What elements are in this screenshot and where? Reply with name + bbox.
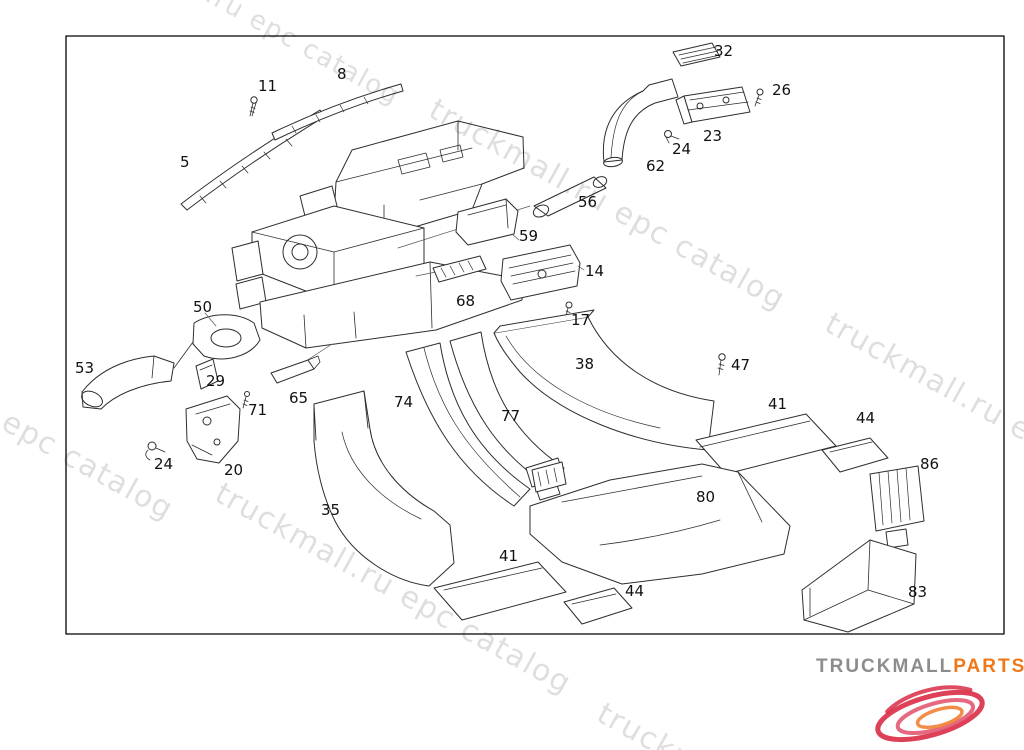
part-number-label: 8 [337,65,347,83]
part-74-duct [405,342,531,507]
part-number-label: 83 [908,583,928,601]
part-number-label: 38 [575,355,595,373]
part-number-label: 65 [289,389,309,407]
part-central-housing [231,120,531,364]
part-59-housing [455,198,519,246]
part-number-label: 11 [258,77,278,95]
part-23-assembly [675,86,751,125]
part-number-label: 71 [248,401,268,419]
part-number-label: 41 [768,395,788,413]
part-number-label: 77 [501,407,521,425]
part-44-panel-bottom [563,587,633,625]
part-32-vent [672,42,721,67]
part-80-duct [529,461,791,585]
part-62-duct [602,78,679,168]
part-44-panel-right [821,437,889,473]
part-number-label: 59 [519,227,539,245]
part-number-label: 29 [206,372,226,390]
part-number-label: 32 [714,42,734,60]
part-65-plate [270,355,321,384]
part-number-label: 24 [154,455,174,473]
part-number-label: 50 [193,298,213,316]
part-number-label: 20 [224,461,244,479]
part-number-label: 26 [772,81,792,99]
part-number-label: 80 [696,488,716,506]
part-83-duct [801,539,917,633]
brand-name: TRUCKMALLPARTS [816,656,1024,678]
part-26-screw [754,88,764,107]
part-number-label: 41 [499,547,519,565]
part-number-label: 56 [578,193,598,211]
part-14-vent [500,244,581,301]
leader-lines [204,233,585,327]
part-number-label: 14 [585,262,605,280]
part-number-label: 44 [856,409,876,427]
part-24-bulb-left [145,441,166,461]
diagram-frame [65,35,1005,635]
part-38-duct [493,309,715,451]
part-29-bracket [195,358,219,390]
part-53-duct [81,341,194,410]
part-number-label: 17 [571,311,591,329]
part-20-bracket [185,395,241,464]
part-number-label: 23 [703,127,723,145]
part-number-label: 47 [731,356,751,374]
part-47-screw [717,353,726,376]
part-68-grille [432,255,487,283]
part-56-duct [532,176,608,218]
part-number-label: 5 [180,153,190,171]
part-number-label: 62 [646,157,666,175]
part-86-vent [869,465,925,549]
part-number-label: 86 [920,455,940,473]
part-71-pin [242,391,250,409]
brand-name-truckmall: TRUCKMALL [816,656,954,677]
part-number-label: 44 [625,582,645,600]
part-8-strip [271,83,404,141]
part-number-label: 53 [75,359,95,377]
part-35-duct [313,390,455,587]
brand-name-parts: PARTS [953,656,1024,677]
part-number-label: 68 [456,292,476,310]
swirl-logo-icon [875,685,985,743]
part-number-label: 24 [672,140,692,158]
part-11-screw [249,96,258,117]
part-50-duct [192,314,261,360]
part-41-panel-bottom [433,561,567,621]
part-number-label: 35 [321,501,341,519]
brand-logo: TRUCKMALLPARTS [816,656,1024,750]
part-24-bulb-top [664,130,680,144]
part-number-label: 74 [394,393,414,411]
